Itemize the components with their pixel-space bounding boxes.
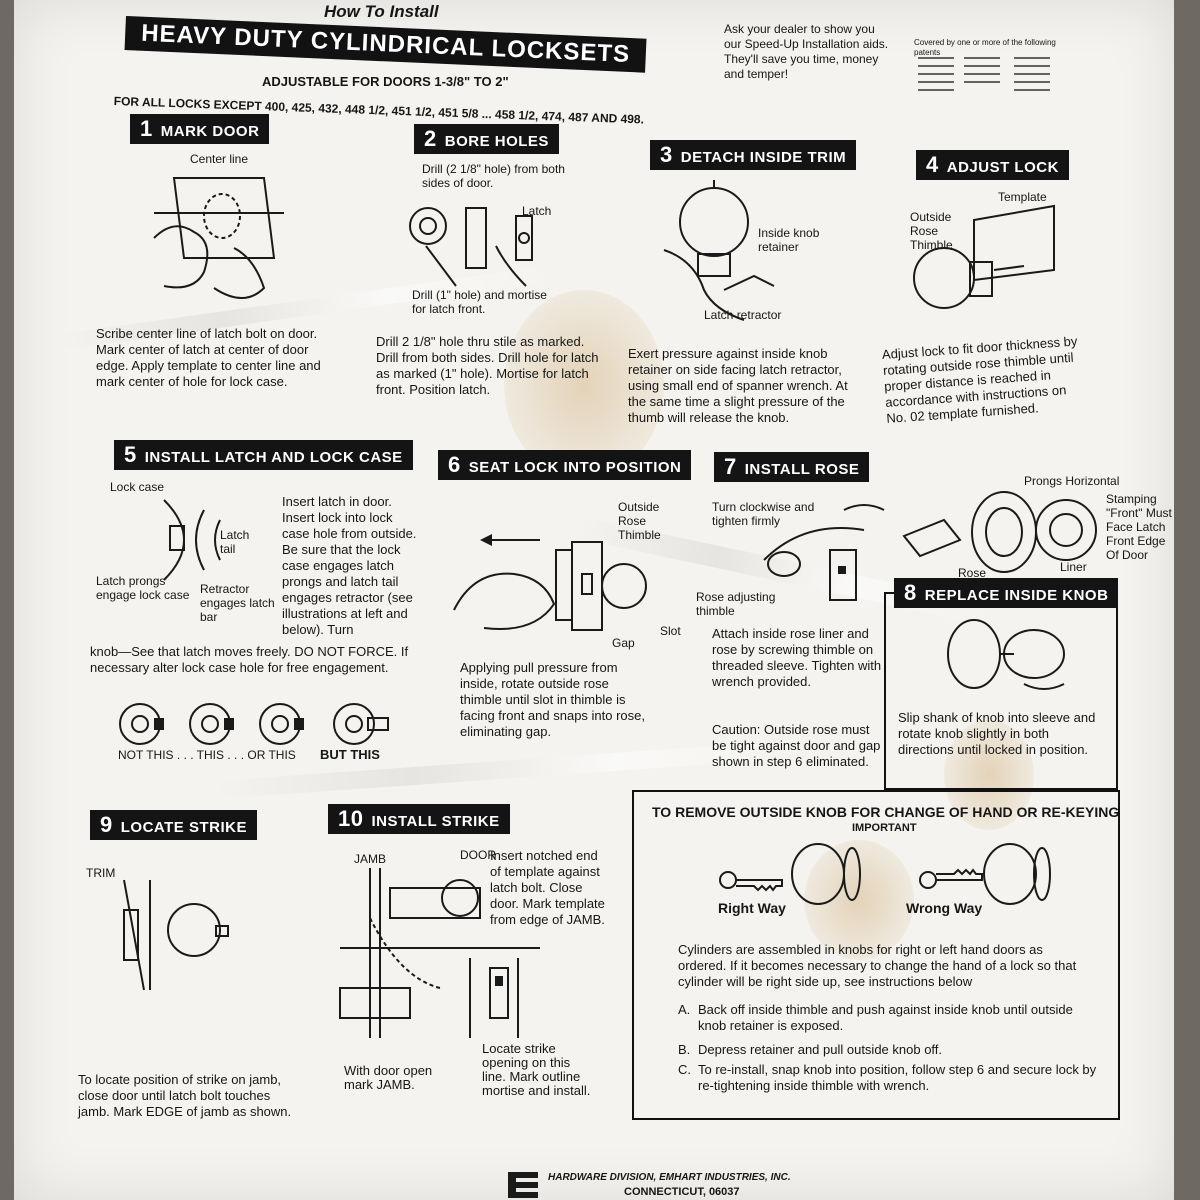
emhart-logo-icon [508, 1172, 538, 1198]
step-5-label-latch-prongs: Latch prongs engage lock case [96, 574, 190, 602]
remove-step-a-text: Back off inside thimble and push against… [698, 1002, 1073, 1033]
step-4-label-template: Template [998, 190, 1047, 204]
step-4-adjust-lock-illustration [913, 204, 1055, 309]
instruction-sheet: How To Install HEAVY DUTY CYLINDRICAL LO… [14, 0, 1174, 1200]
step-7-label-liner: Liner [1060, 560, 1087, 574]
how-to-install-label: How To Install [324, 2, 439, 21]
remove-step-b-text: Depress retainer and pull outside knob o… [698, 1042, 943, 1057]
step-7-install-rose-illustration [763, 504, 885, 601]
step-3-detach-trim-illustration [663, 180, 775, 321]
step-10-label-locate-opening: Locate strike opening on this line. Mark… [482, 1041, 591, 1098]
remove-knob-important: IMPORTANT [852, 822, 917, 834]
step-6-label-slot: Slot [660, 624, 681, 638]
step-5-latch-illustration [163, 499, 221, 581]
step-1-text: Scribe center line of latch bolt on door… [96, 326, 321, 389]
stain-decoration [504, 290, 664, 480]
step-9-locate-strike-illustration [123, 879, 229, 991]
step-10-install-strike-illustration [339, 868, 540, 1038]
step-7-text: Attach inside rose liner and rose by scr… [712, 626, 882, 689]
step-7-label-stamping: Stamping "Front" Must Face Latch Front E… [1106, 492, 1172, 562]
step-4-text: Adjust lock to fit door thickness by rot… [881, 333, 1078, 426]
step-8-replace-knob-illustration [947, 619, 1065, 690]
step-8-text: Slip shank of knob into sleeve and rotat… [898, 710, 1096, 757]
step-2-label-drill-latch: Drill (1" hole) and mortise for latch fr… [412, 288, 547, 316]
patent-numbers-graphic [918, 57, 1050, 91]
remove-step-c-letter: C. [678, 1062, 691, 1077]
wrong-way-key-illustration [919, 843, 1051, 905]
step-9-text: To locate position of strike on jamb, cl… [78, 1072, 292, 1119]
step-5-label-latch-tail: Latch tail [220, 528, 250, 556]
step-7-label-prongs: Prongs Horizontal [1024, 474, 1120, 488]
step-2-label-drill-bore: Drill (2 1/8" hole) from both sides of d… [422, 162, 565, 190]
right-way-label: Right Way [718, 900, 786, 916]
step-10-label-jamb: JAMB [354, 852, 387, 866]
step-6-seat-lock-illustration [453, 534, 647, 631]
step-3-label-latch-retractor: Latch retractor [704, 308, 782, 322]
remove-knob-intro: Cylinders are assembled in knobs for rig… [678, 942, 1077, 989]
step-5-label-lock-case: Lock case [110, 480, 165, 494]
step-7-label-rose-adjusting: Rose adjusting thimble [696, 590, 776, 618]
wrong-way-label: Wrong Way [906, 900, 983, 916]
dealer-note: Ask your dealer to show you our Speed-Up… [724, 22, 889, 81]
step-1-label-center-line: Center line [190, 152, 249, 166]
step-7-label-rose: Rose [958, 566, 987, 580]
step-10-text: Insert notched end of template against l… [490, 848, 605, 927]
stain-decoration [944, 720, 1034, 830]
step-5-label-retractor: Retractor engages latch bar [200, 582, 275, 624]
step-7-caution: Caution: Outside rose must be tight agai… [712, 722, 881, 769]
step-3-text: Exert pressure against inside knob retai… [628, 346, 848, 425]
footer-division: HARDWARE DIVISION, EMHART INDUSTRIES, IN… [548, 1172, 791, 1183]
step-10-label-door-open: With door open mark JAMB. [344, 1063, 433, 1092]
remove-knob-box [632, 790, 1120, 1120]
step-6-text: Applying pull pressure from inside, rota… [460, 660, 646, 739]
step-9-label-trim: TRIM [86, 866, 116, 880]
step-10-label-door: DOOR [460, 848, 496, 862]
step-2-text: Drill 2 1/8" hole thru stile as marked. … [376, 334, 599, 397]
step-7-rose-liner-illustration [902, 491, 1097, 573]
remove-step-c-text: To re-install, snap knob into position, … [698, 1062, 1097, 1093]
step-2-bore-holes-illustration [409, 207, 533, 287]
patent-note: Covered by one or more of the following … [914, 38, 1056, 57]
remove-step-a-letter: A. [678, 1002, 691, 1017]
step-5-text: Insert latch in door. Insert lock into l… [282, 494, 417, 637]
step-3-label-knob-retainer: Inside knob retainer [758, 226, 820, 254]
step-5-ring-correct-label: BUT THIS [320, 747, 380, 762]
step-5-ring-diagrams [119, 703, 389, 745]
adjustable-note: ADJUSTABLE FOR DOORS 1-3/8" TO 2" [262, 74, 509, 89]
footer-city: CONNECTICUT, 06037 [624, 1186, 740, 1198]
right-way-key-illustration [719, 843, 861, 905]
step-1-mark-door-illustration [153, 177, 284, 299]
step-7-label-turn: Turn clockwise and tighten firmly [712, 500, 815, 528]
step-5-text-continued: knob—See that latch moves freely. DO NOT… [90, 644, 409, 675]
step-6-label-rose-thimble: Outside Rose Thimble [618, 500, 661, 542]
step-2-label-latch: Latch [522, 204, 552, 218]
remove-step-b-letter: B. [678, 1042, 691, 1057]
remove-knob-title: TO REMOVE OUTSIDE KNOB FOR CHANGE OF HAN… [652, 804, 1120, 820]
page-title: HEAVY DUTY CYLINDRICAL LOCKSETS [124, 16, 647, 73]
step-6-label-gap: Gap [612, 636, 635, 650]
step-5-ring-wrong-labels: NOT THIS . . . THIS . . . OR THIS [118, 748, 296, 762]
